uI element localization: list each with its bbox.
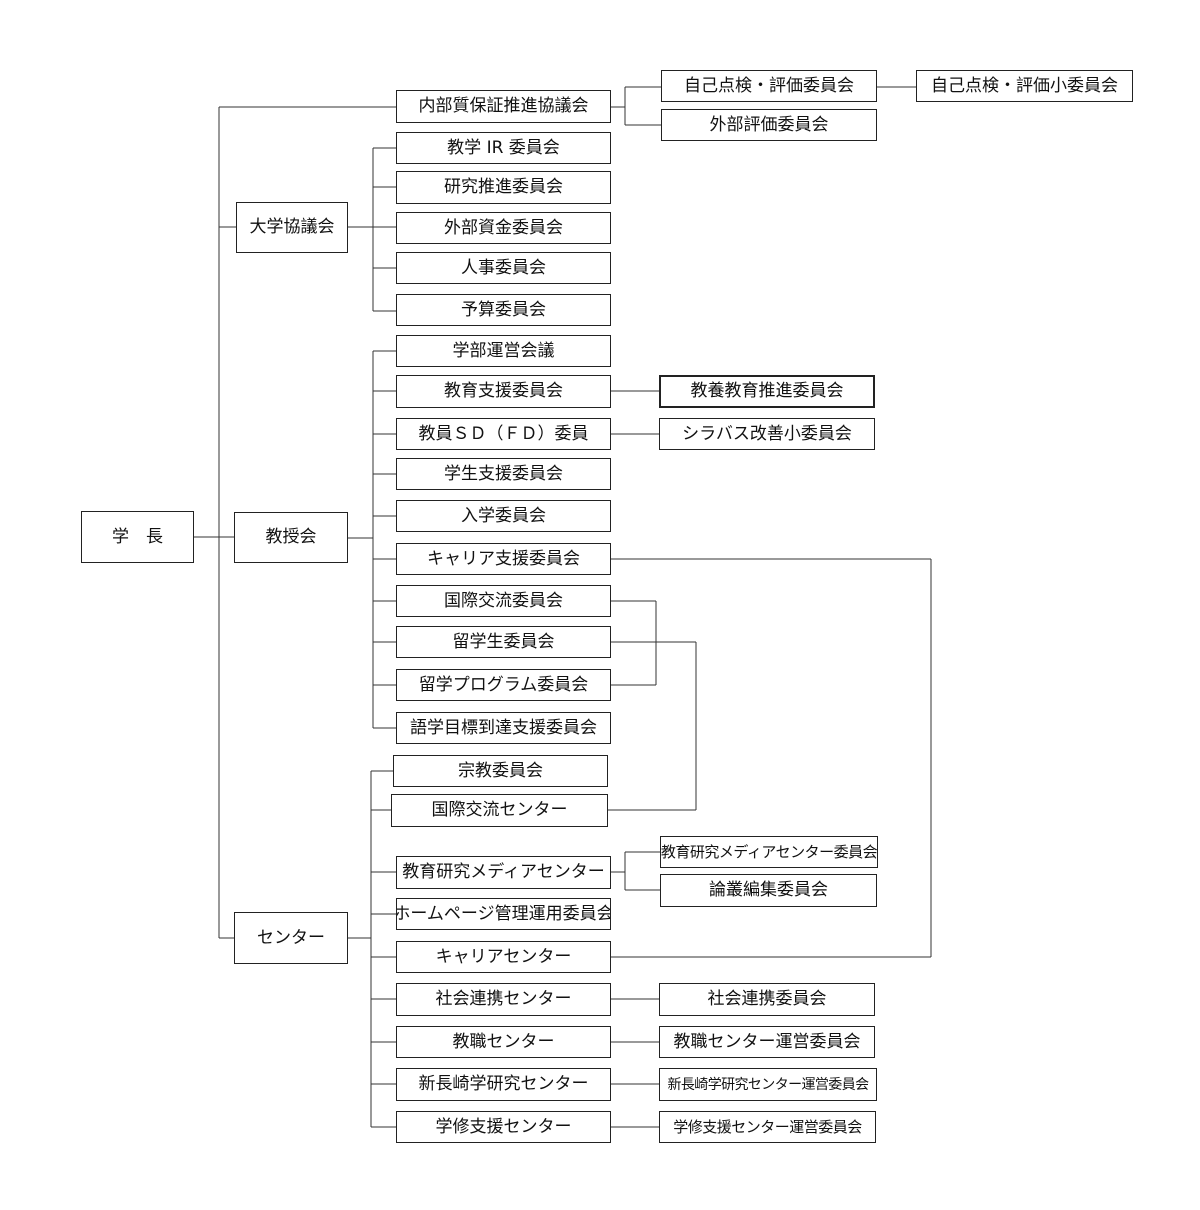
self-evaluation-committee-box: 自己点検・評価委員会 [661,70,877,102]
learning-support-committee-box: 学修支援センター運営委員会 [659,1111,876,1143]
center-unit-box: 教職センター [396,1026,611,1058]
ronso-editorial-committee-box: 論叢編集委員会 [660,874,877,907]
faculty-committee-box: 国際交流委員会 [396,585,611,617]
council-committee-box: 人事委員会 [396,252,611,284]
external-evaluation-committee-box: 外部評価委員会 [661,109,877,141]
faculty-committee-box: 教育支援委員会 [396,375,611,408]
president-box: 学 長 [81,511,194,563]
faculty-committee-box: 学部運営会議 [396,335,611,367]
council-committee-box: 予算委員会 [396,294,611,326]
shin-nagasaki-committee-box: 新長崎学研究センター運営委員会 [659,1068,877,1101]
syllabus-subcommittee-box: シラバス改善小委員会 [659,418,875,450]
council-committee-box: 研究推進委員会 [396,171,611,204]
center-unit-box: 社会連携センター [396,983,611,1016]
faculty-committee-box: 語学目標到達支援委員会 [396,712,611,744]
self-evaluation-subcommittee-box: 自己点検・評価小委員会 [916,70,1133,102]
center-unit-box: キャリアセンター [396,941,611,973]
center-unit-box: 国際交流センター [391,794,608,827]
center-unit-box: 学修支援センター [396,1111,611,1143]
media-center-committee-box: 教育研究メディアセンター委員会 [660,836,878,868]
center-unit-box: 宗教委員会 [393,755,608,787]
council-committee-box: 教学 IR 委員会 [396,132,611,164]
faculty-committee-box: 教員ＳＤ（ＦＤ）委員 [396,418,611,450]
internal-quality-council-box: 内部質保証推進協議会 [396,90,611,123]
faculty-committee-box: 留学プログラム委員会 [396,669,611,701]
faculty-committee-box: 学生支援委員会 [396,458,611,490]
council-committee-box: 外部資金委員会 [396,212,611,244]
center-unit-box: ホームページ管理運用委員会 [396,898,611,930]
university-council-box: 大学協議会 [236,202,348,253]
social-partnership-committee-box: 社会連携委員会 [659,983,875,1016]
center-unit-box: 教育研究メディアセンター [396,856,611,889]
faculty-meeting-box: 教授会 [234,512,348,563]
liberal-arts-committee-box: 教養教育推進委員会 [659,375,875,408]
faculty-committee-box: 入学委員会 [396,500,611,532]
centers-box: センター [234,912,348,964]
faculty-committee-box: 留学生委員会 [396,626,611,658]
faculty-committee-box: キャリア支援委員会 [396,543,611,575]
center-unit-box: 新長崎学研究センター [396,1068,611,1101]
teacher-center-committee-box: 教職センター運営委員会 [659,1026,875,1058]
